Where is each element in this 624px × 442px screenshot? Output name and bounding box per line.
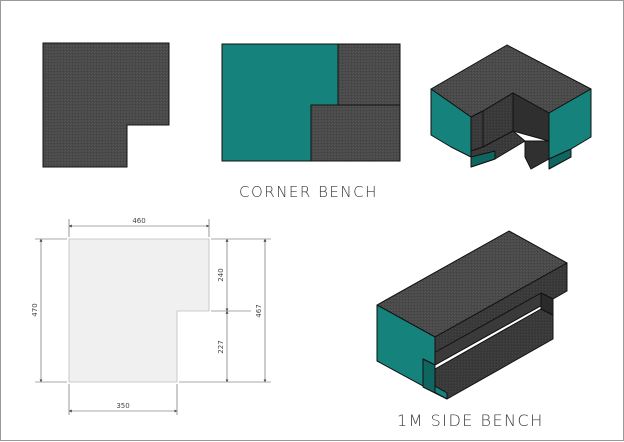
dim-bottom-width: 350 <box>116 402 129 410</box>
corner-bench-isometric <box>430 44 592 170</box>
cushion-layout <box>221 43 401 162</box>
corner-bench-title: CORNER BENCH <box>239 183 378 201</box>
dim-top-width: 460 <box>132 217 145 225</box>
cushion-bottom-right <box>310 104 401 162</box>
dimension-plan-shape <box>68 238 210 383</box>
side-bench-title: 1M SIDE BENCH <box>397 411 544 430</box>
dim-left-height: 470 <box>31 303 39 316</box>
dim-right-upper-height: 240 <box>217 268 225 281</box>
dim-right-lower-height: 227 <box>217 340 225 353</box>
side-bench-isometric <box>376 230 568 400</box>
cushion-top-right <box>337 43 401 106</box>
dim-right-total-height: 467 <box>255 304 263 317</box>
dimensioned-plan: 460 350 470 240 227 467 <box>31 217 271 415</box>
corner-plan-shape <box>42 42 170 168</box>
